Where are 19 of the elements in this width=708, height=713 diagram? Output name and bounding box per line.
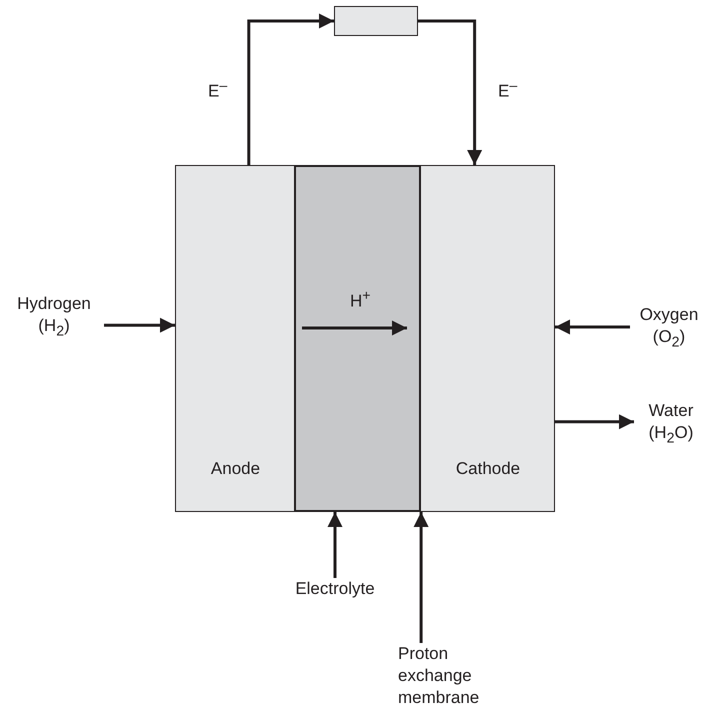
leader-line xyxy=(414,512,429,643)
arrow xyxy=(418,20,482,165)
hydrogen-label: Hydrogen (H$_{2}$) xyxy=(4,293,104,339)
arrow xyxy=(555,320,630,334)
water-label: Water (H$_{2}$O) xyxy=(634,400,708,446)
panel-label: Anode xyxy=(210,458,262,480)
membrane-label: Proton exchange membrane xyxy=(398,643,508,711)
arrow xyxy=(247,14,334,165)
ion-label: H$^{+}$ xyxy=(349,288,372,312)
load-box xyxy=(334,6,418,36)
anode-panel xyxy=(175,165,294,512)
panel-label: Cathode xyxy=(454,458,522,480)
arrow xyxy=(104,318,175,333)
electrolyte-panel xyxy=(294,165,421,512)
oxygen-label: Oxygen (O$_{2}$) xyxy=(630,304,708,350)
arrow xyxy=(555,414,634,430)
cathode-panel xyxy=(421,165,555,512)
electrolyte-label: Electrolyte xyxy=(284,578,386,602)
leader-line xyxy=(328,512,342,578)
